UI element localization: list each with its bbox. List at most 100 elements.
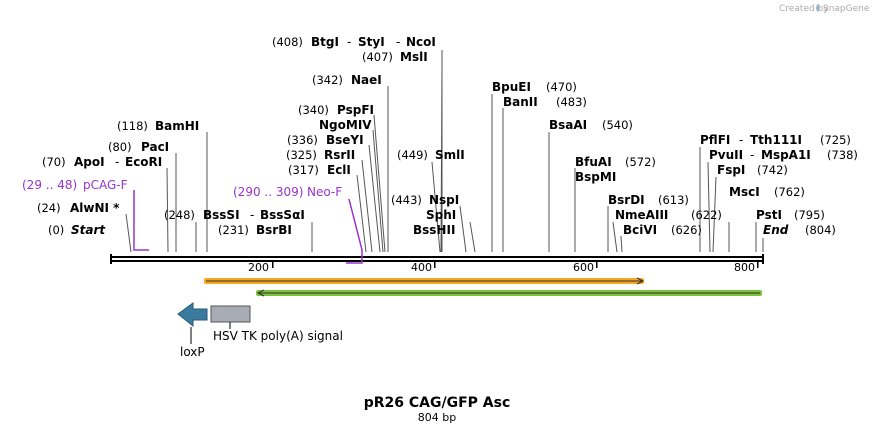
site-fspi[interactable]: FspI (742) — [717, 163, 788, 177]
site-enzyme: ApoI — [74, 155, 105, 169]
site-pos: (572) — [625, 155, 656, 169]
site-pos: (742) — [757, 163, 788, 177]
site-bamhi[interactable]: (118) BamHI — [117, 119, 199, 133]
site-pos: (70) — [42, 155, 66, 169]
site-enzyme: End — [763, 223, 789, 237]
site-bsaai[interactable]: BsaAI (540) — [549, 118, 633, 132]
sequence-backbone — [110, 254, 764, 264]
site-enzyme: MscI — [729, 185, 760, 199]
site-enzyme: RsrII — [324, 148, 355, 162]
site-pos: (408) — [272, 35, 303, 49]
site-naei[interactable]: (342) NaeI — [312, 73, 382, 87]
site-ngomiv[interactable]: NgoMIV — [319, 118, 372, 132]
site-banii[interactable]: BanII (483) — [503, 95, 587, 109]
site-bsrdi[interactable]: BsrDI (613) — [608, 193, 689, 207]
created-by-text: Created by — [779, 4, 829, 14]
site-dash: - — [115, 155, 119, 169]
site-pflfi-tth111i[interactable]: PflFI - Tth111I (725) — [700, 133, 851, 147]
site-enzyme-2: BssSαI — [260, 208, 305, 222]
site-enzyme: BpuEI — [492, 80, 531, 94]
site-pos: (407) — [362, 50, 393, 64]
site-pvuii-mspa1i[interactable]: PvuII - MspA1I (738) — [709, 148, 858, 162]
site-enzyme: SmlI — [435, 148, 465, 162]
site-pos: (80) — [108, 140, 132, 154]
site-paci[interactable]: (80) PacI — [108, 140, 169, 154]
site-bpuei[interactable]: BpuEI (470) — [492, 80, 577, 94]
site-enzyme: PacI — [141, 140, 169, 154]
primer-pcag-f[interactable]: (29 .. 48) pCAG-F — [22, 178, 149, 251]
site-bcivi[interactable]: BciVI (626) — [623, 223, 702, 237]
site-bfuai[interactable]: BfuAI (572) — [575, 155, 656, 169]
site-enzyme: PspFI — [337, 103, 374, 117]
hsv-tk-polya-label: HSV TK poly(A) signal — [213, 329, 343, 343]
hsv-tk-polya-feature[interactable] — [210, 305, 251, 329]
site-enzyme: BsaAI — [549, 118, 587, 132]
site-msci[interactable]: MscI (762) — [729, 185, 805, 199]
site-enzyme: NaeI — [351, 73, 382, 87]
primer-neo-f[interactable]: (290 .. 309) Neo-F — [233, 185, 363, 264]
site-msli[interactable]: (407) MslI — [362, 50, 428, 64]
site-rsrii[interactable]: (325) RsrII — [286, 148, 355, 162]
site-pos: (738) — [827, 148, 858, 162]
tick-600: 600 — [573, 261, 594, 274]
site-enzyme: BsrBI — [256, 223, 292, 237]
tick-800: 800 — [734, 261, 755, 274]
site-pos: (449) — [397, 148, 428, 162]
site-pos: (118) — [117, 119, 148, 133]
site-pos: (317) — [288, 163, 319, 177]
site-nmeaiii[interactable]: NmeAIII (622) — [615, 208, 722, 222]
site-enzyme-2: EcoRI — [125, 155, 162, 169]
site-enzyme: PvuII — [709, 148, 743, 162]
site-pos: (613) — [658, 193, 689, 207]
site-pos: (325) — [286, 148, 317, 162]
site-start[interactable]: (0) Start — [48, 223, 106, 237]
loxp-label: loxP — [180, 345, 205, 359]
site-psti[interactable]: PstI (795) — [756, 208, 825, 222]
site-bsrbi[interactable]: (231) BsrBI — [218, 223, 292, 237]
site-pos: (336) — [287, 133, 318, 147]
site-pos: (342) — [312, 73, 343, 87]
site-bsshii[interactable]: BssHII — [413, 223, 455, 237]
site-dash: - — [750, 148, 754, 162]
site-pspfi[interactable]: (340) PspFI — [298, 103, 374, 117]
site-smli[interactable]: (449) SmlI — [397, 148, 465, 162]
site-dash: - — [347, 35, 351, 49]
site-enzyme: BamHI — [155, 119, 199, 133]
site-ecli[interactable]: (317) EclI — [288, 163, 351, 177]
site-end[interactable]: End (804) — [763, 223, 836, 237]
map-title: pR26 CAG/GFP Asc — [364, 395, 511, 411]
site-enzyme-2: MspA1I — [761, 148, 811, 162]
site-nspi[interactable]: (443) NspI — [391, 193, 459, 207]
tick-400: 400 — [411, 261, 432, 274]
site-enzyme: Start — [71, 223, 106, 237]
site-apoi-ecori[interactable]: (70) ApoI - EcoRI — [42, 155, 162, 169]
site-enzyme: FspI — [717, 163, 745, 177]
site-enzyme: BciVI — [623, 223, 657, 237]
site-pos: (470) — [546, 80, 577, 94]
site-alwni[interactable]: (24) AlwNI * — [37, 201, 120, 215]
site-enzyme: BssSI — [203, 208, 240, 222]
site-pos: (540) — [602, 118, 633, 132]
snapgene-brand: SnapGene — [823, 4, 870, 14]
site-enzyme: BsrDI — [608, 193, 645, 207]
feature-green-arrow[interactable] — [256, 289, 762, 297]
loxp-arrow-icon[interactable] — [177, 302, 208, 344]
map-length: 804 bp — [418, 411, 456, 424]
site-bsssi[interactable]: (248) BssSI - BssSαI — [164, 208, 305, 222]
feature-orange-arrow[interactable] — [204, 277, 645, 285]
site-bspmi[interactable]: BspMI — [575, 170, 616, 184]
site-enzyme-3: NcoI — [406, 35, 436, 49]
site-btgi-styi-ncoi[interactable]: (408) BtgI - StyI - NcoI — [272, 35, 436, 49]
site-dash: - — [250, 208, 254, 222]
site-enzyme: NspI — [429, 193, 459, 207]
site-enzyme: BanII — [503, 95, 538, 109]
site-sphi[interactable]: SphI — [426, 208, 456, 222]
site-enzyme: BseYI — [326, 133, 364, 147]
site-bseyi[interactable]: (336) BseYI — [287, 133, 364, 147]
site-enzyme: PstI — [756, 208, 782, 222]
scale-ticks — [272, 262, 759, 268]
site-enzyme: EclI — [327, 163, 351, 177]
site-pos: (622) — [691, 208, 722, 222]
site-enzyme: BfuAI — [575, 155, 612, 169]
